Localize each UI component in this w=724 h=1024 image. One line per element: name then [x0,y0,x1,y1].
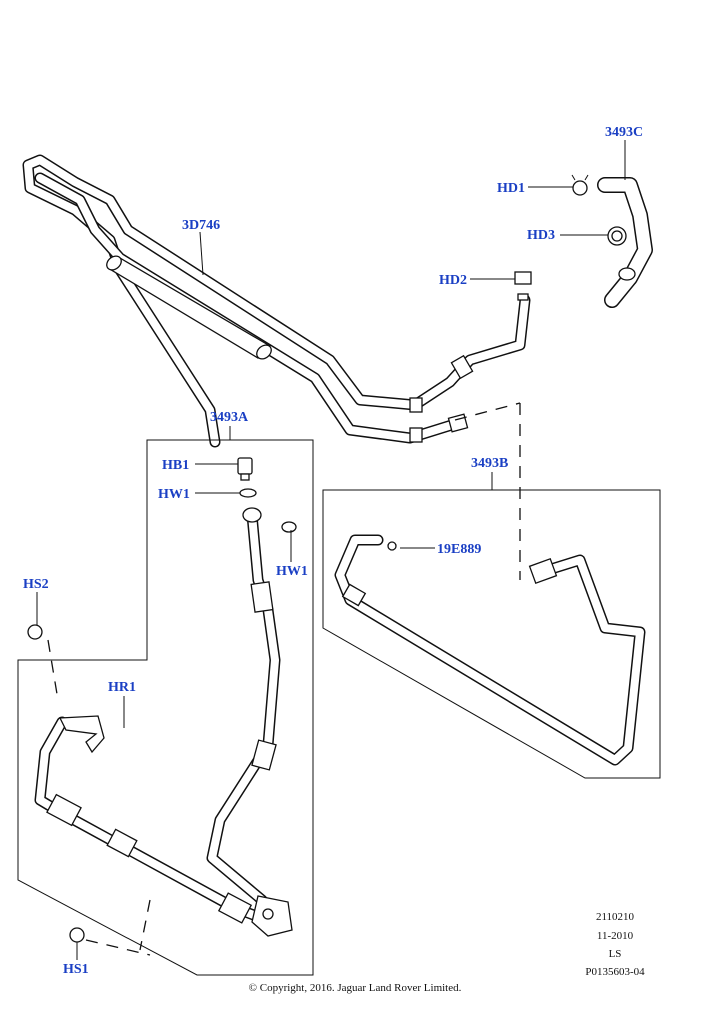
box-3493a [17,439,314,976]
cooler-pipe-assembly [22,154,532,448]
meta-line-4: P0135603-04 [585,966,645,978]
pipe-3493a [27,457,297,956]
callout-19e889[interactable]: 19E889 [437,542,482,557]
callout-hd3[interactable]: HD3 [527,228,555,243]
callout-hs1[interactable]: HS1 [63,962,89,977]
callout-hd1[interactable]: HD1 [497,181,525,196]
callout-hr1[interactable]: HR1 [108,680,136,695]
callout-hw1-right[interactable]: HW1 [276,564,308,579]
callout-3493a[interactable]: 3493A [210,410,249,425]
callout-3493b[interactable]: 3493B [471,456,509,471]
box-3493b [322,489,661,779]
callout-hb1[interactable]: HB1 [162,458,190,473]
meta-line-1: 2110210 [595,911,635,923]
callout-3493c[interactable]: 3493C [605,125,644,140]
meta-line-2: 11-2010 [596,930,634,942]
callout-hs2[interactable]: HS2 [23,577,49,592]
callout-3d746[interactable]: 3D746 [182,218,221,233]
pipe-3493b [334,402,646,766]
callout-hw1-left[interactable]: HW1 [158,487,190,502]
leader-lines [36,140,626,960]
callout-hd2[interactable]: HD2 [439,273,467,288]
copyright-notice: © Copyright, 2016. Jaguar Land Rover Lim… [248,982,462,994]
meta-line-3: LS [608,948,622,960]
hose-3493c [571,174,653,308]
